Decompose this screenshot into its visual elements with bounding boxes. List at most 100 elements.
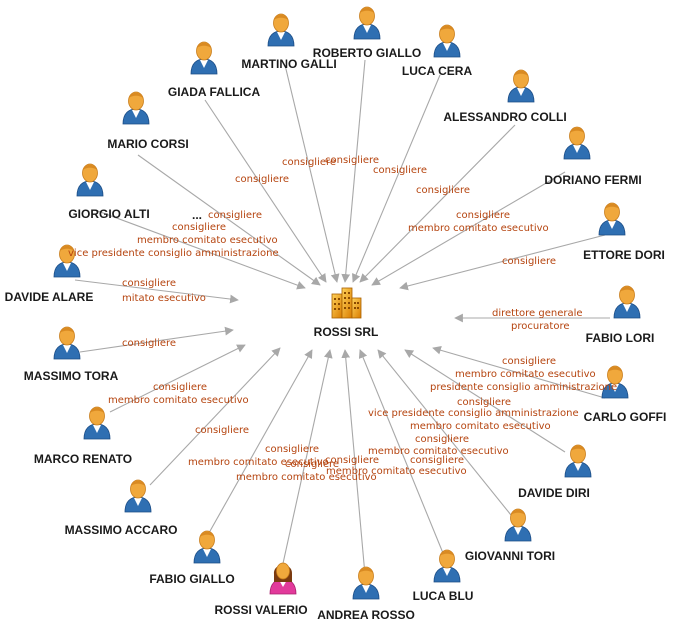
node-label: MARCO RENATO [34, 452, 132, 466]
node-ettore-dori[interactable]: ETTORE DORI [583, 202, 665, 262]
edge-label: direttore generale [492, 308, 583, 319]
edge-label: consigliere [122, 338, 176, 349]
edge-roberto-giallo [341, 59, 366, 283]
person-icon [124, 479, 152, 513]
node-label: ROBERTO GIALLO [313, 46, 421, 60]
person-nodes: ROBERTO GIALLO MARTINO GALLI LUCA CERA G… [5, 6, 667, 622]
person-icon [193, 530, 221, 564]
node-davide-diri[interactable]: DAVIDE DIRI [518, 444, 592, 500]
node-label: DAVIDE ALARE [5, 290, 94, 304]
company-building-icon [331, 287, 362, 319]
edge-label: procuratore [511, 321, 570, 332]
node-label: FABIO LORI [586, 331, 655, 345]
edge-mario-corsi [137, 154, 321, 286]
node-marco-renato[interactable]: MARCO RENATO [34, 406, 132, 466]
node-martino-galli[interactable]: MARTINO GALLI [241, 13, 337, 71]
node-label: LUCA BLU [413, 589, 474, 603]
node-massimo-tora[interactable]: MASSIMO TORA [24, 326, 119, 383]
node-rossi-valerio[interactable]: ROSSI VALERIO [214, 562, 308, 617]
edge-label: consigliere [282, 157, 336, 168]
node-giada-fallica[interactable]: GIADA FALLICA [168, 41, 261, 99]
edge-label: consigliere [195, 425, 249, 436]
node-label: FABIO GIALLO [149, 572, 234, 586]
edge-labels: consigliere consigliere consigliere cons… [68, 155, 617, 483]
person-icon [507, 69, 535, 103]
node-doriano-fermi[interactable]: DORIANO FERMI [544, 126, 642, 187]
person-icon [353, 6, 381, 40]
edge-fabio-giallo [204, 349, 313, 541]
node-label: GIADA FALLICA [168, 85, 261, 99]
edge-label: consigliere [415, 434, 469, 445]
node-label: GIOVANNI TORI [465, 549, 555, 563]
node-davide-alare[interactable]: DAVIDE ALARE [5, 244, 94, 304]
edge-marco-renato [109, 344, 246, 413]
node-label: GIORGIO ALTI [68, 207, 149, 221]
person-icon [504, 508, 532, 542]
edge-label: membro comitato esecutivo [410, 421, 551, 432]
edge-label: consigliere [122, 278, 176, 289]
edge-label: consigliere [456, 210, 510, 221]
edge-carlo-goffi [432, 345, 606, 399]
node-label: MARIO CORSI [107, 137, 188, 151]
edge-rossi-valerio [281, 349, 333, 569]
edge-label: vice presidente consiglio amministrazion… [68, 248, 279, 259]
edge-label: consigliere [153, 382, 207, 393]
node-roberto-giallo[interactable]: ROBERTO GIALLO [313, 6, 421, 60]
node-giovanni-tori[interactable]: GIOVANNI TORI [465, 508, 555, 563]
node-alessandro-colli[interactable]: ALESSANDRO COLLI [443, 69, 567, 124]
person-icon [613, 285, 641, 319]
node-luca-cera[interactable]: LUCA CERA [402, 24, 473, 78]
edge-label: membro comitato esecutivo [137, 235, 278, 246]
node-label: CARLO GOFFI [584, 410, 667, 424]
edge-label: consigliere [410, 455, 464, 466]
node-mario-corsi[interactable]: MARIO CORSI [107, 91, 189, 151]
edge-label: consigliere [416, 185, 470, 196]
edge-giorgio-alti [94, 209, 306, 290]
node-fabio-giallo[interactable]: FABIO GIALLO [149, 530, 235, 586]
edge-label: consigliere [373, 165, 427, 176]
edge-label: membro comitato esecutivo [108, 395, 249, 406]
edge-alessandro-colli [359, 124, 516, 283]
center-node[interactable]: ROSSI SRL [314, 287, 379, 339]
edge-label: mitato esecutivo [122, 293, 206, 304]
edge-luca-cera [352, 74, 441, 283]
edge-label: consigliere [208, 210, 262, 221]
edge-andrea-rosso [341, 349, 366, 576]
person-icon [564, 444, 592, 478]
person-icon [433, 549, 461, 583]
node-andrea-rosso[interactable]: ANDREA ROSSO [317, 566, 415, 622]
node-giorgio-alti[interactable]: GIORGIO ALTI [68, 163, 150, 221]
node-label: DORIANO FERMI [544, 173, 641, 187]
edge-label: consigliere [265, 444, 319, 455]
edge-giada-fallica [204, 99, 327, 283]
person-icon [563, 126, 591, 160]
edge-davide-alare [74, 279, 239, 304]
edge-davide-diri [404, 349, 566, 453]
node-label: ALESSANDRO COLLI [443, 110, 566, 124]
edge-label: consigliere [457, 397, 511, 408]
node-carlo-goffi[interactable]: CARLO GOFFI [584, 365, 667, 424]
edge-giovanni-tori [377, 349, 516, 521]
node-luca-blu[interactable]: LUCA BLU [413, 549, 474, 603]
edge-martino-galli [284, 64, 340, 283]
person-icon [53, 326, 81, 360]
edge-luca-blu [358, 349, 446, 559]
edge-label: membro comitato esecutivo [368, 446, 509, 457]
edge-label: consigliere [285, 459, 339, 470]
person-icon [352, 566, 380, 600]
edge-label: vice presidente consiglio amministrazion… [368, 408, 579, 419]
edge-label: membro comitato esecutivo [188, 457, 329, 468]
node-label: ANDREA ROSSO [317, 608, 415, 622]
edge-ettore-dori [399, 234, 606, 291]
person-icon [122, 91, 150, 125]
edge-label: presidente consiglio amministrazione [430, 382, 617, 393]
edge-label: consigliere [235, 174, 289, 185]
node-fabio-lori[interactable]: FABIO LORI [586, 285, 655, 345]
node-label: ETTORE DORI [583, 248, 665, 262]
node-massimo-accaro[interactable]: MASSIMO ACCARO [65, 479, 178, 537]
node-label: MASSIMO ACCARO [65, 523, 178, 537]
person-icon [267, 13, 295, 47]
ellipsis-label: ... [192, 208, 202, 222]
edge-label: consigliere [325, 455, 379, 466]
